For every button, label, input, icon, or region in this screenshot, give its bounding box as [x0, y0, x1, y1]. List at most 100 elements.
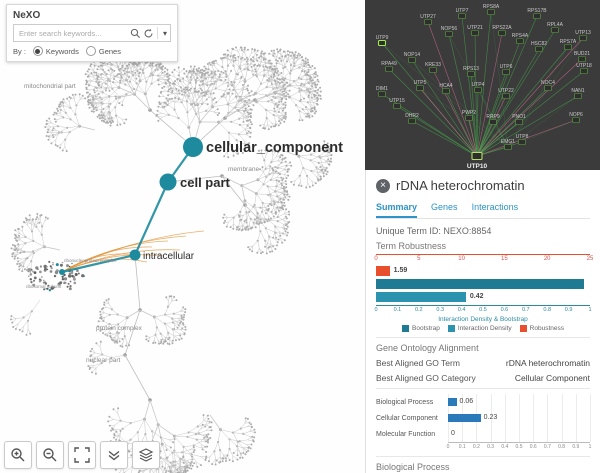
search-mode-row: By : Keywords Genes: [13, 46, 171, 56]
gene-node[interactable]: RPA49: [381, 61, 397, 72]
gene-node[interactable]: KRE33: [425, 62, 441, 73]
gene-node[interactable]: RPS13: [463, 66, 479, 77]
gene-node[interactable]: RPS4A: [512, 33, 529, 44]
gene-node[interactable]: PNO1: [512, 114, 526, 125]
gene-label: UTP21: [467, 25, 483, 31]
zoom-out-button[interactable]: [36, 441, 64, 469]
gene-node[interactable]: NAN1: [571, 88, 585, 99]
gene-node[interactable]: DIM1: [376, 86, 388, 97]
radio-keywords[interactable]: Keywords: [32, 46, 79, 56]
gene-node[interactable]: RPS22A: [492, 25, 512, 36]
term-node-cell_part[interactable]: [159, 173, 177, 191]
gene-label: UTP5: [414, 80, 427, 86]
genes-label: Genes: [98, 46, 121, 56]
network-edge: [411, 59, 478, 157]
chevron-down-icon[interactable]: ▾: [162, 28, 167, 38]
network-edge: [411, 59, 509, 148]
gene-node[interactable]: UTP6: [500, 64, 513, 75]
refresh-icon[interactable]: [143, 28, 154, 39]
network-edge: [445, 90, 478, 157]
gene-node[interactable]: RRP9: [486, 114, 500, 125]
radio-genes[interactable]: Genes: [85, 46, 121, 56]
gene-node[interactable]: UTP5: [414, 80, 427, 91]
gene-node[interactable]: UTP13: [575, 30, 591, 41]
gene-node[interactable]: NOP14: [404, 52, 421, 63]
gene-node[interactable]: BUD21: [574, 51, 590, 62]
gene-label: RPS22A: [492, 25, 512, 31]
gene-node[interactable]: NOP6: [569, 112, 583, 123]
network-edge: [476, 15, 538, 157]
term-node-cellular_component[interactable]: [183, 137, 203, 157]
collapse-all-button[interactable]: [100, 441, 128, 469]
layers-button[interactable]: [132, 441, 160, 469]
gene-label: UTP18: [576, 63, 592, 69]
network-edge: [419, 87, 478, 157]
term-node-intracellular[interactable]: [129, 249, 141, 261]
gene-node[interactable]: NOC4: [541, 80, 555, 91]
gene-node[interactable]: UTP8: [516, 134, 529, 145]
alignment-bar: [448, 398, 457, 406]
network-edge: [476, 87, 549, 157]
gene-label: UTP10: [467, 163, 488, 170]
term-label[interactable]: cellular_component: [206, 140, 343, 156]
gene-node[interactable]: UTP27: [420, 14, 436, 25]
search-icon[interactable]: [130, 28, 141, 39]
network-edge: [477, 89, 509, 148]
gene-node[interactable]: RPS8A: [483, 4, 500, 15]
gene-node[interactable]: EMG1: [501, 139, 515, 150]
gene-node[interactable]: PWP2: [462, 110, 476, 121]
gene-node[interactable]: UTP10: [467, 151, 488, 171]
tab-interactions[interactable]: Interactions: [471, 202, 519, 212]
network-edge: [476, 121, 494, 157]
gene-node[interactable]: UTP22: [498, 88, 514, 99]
term-label[interactable]: intracellular: [143, 251, 195, 262]
genes-radio-icon[interactable]: [85, 46, 96, 56]
gene-node[interactable]: RPL4A: [547, 22, 564, 33]
gene-label: NOP14: [404, 52, 421, 58]
gene-node[interactable]: UTP7: [456, 8, 469, 19]
zoom-toolbar: [4, 441, 160, 469]
legend-item: Bootstrap: [402, 325, 440, 332]
term-node-cluster_hub[interactable]: [59, 269, 65, 275]
go-category-row: Best Aligned GO Category Cellular Compon…: [376, 373, 590, 383]
gene-node[interactable]: HSC82: [531, 41, 547, 52]
term-label[interactable]: cell part: [180, 175, 231, 190]
gene-label: DIM1: [376, 86, 388, 92]
gene-label: UTP9: [376, 35, 389, 41]
network-edge: [476, 89, 479, 157]
gene-node[interactable]: RPS17B: [527, 8, 547, 19]
keywords-label: Keywords: [45, 46, 79, 56]
gene-node[interactable]: UTP4: [472, 82, 485, 93]
gene-label: UTP6: [500, 64, 513, 70]
network-edge: [476, 58, 583, 157]
gene-node[interactable]: UTP18: [576, 63, 592, 74]
gene-label: UTP13: [575, 30, 591, 36]
keywords-radio-icon[interactable]: [32, 46, 43, 56]
network-edge: [476, 11, 492, 157]
zoom-in-button[interactable]: [4, 441, 32, 469]
gene-node[interactable]: NOP56: [441, 26, 458, 37]
tab-summary[interactable]: Summary: [376, 197, 418, 218]
gene-node[interactable]: DHR2: [405, 113, 419, 124]
gene-label: RPS4A: [512, 33, 529, 39]
gene-node[interactable]: UTP9: [376, 35, 389, 47]
gene-node[interactable]: UTP21: [467, 25, 483, 36]
gene-label: UTP22: [498, 88, 514, 94]
divider: [156, 27, 158, 39]
gene-node[interactable]: RPS7A: [560, 39, 577, 50]
network-edge: [476, 119, 577, 157]
gene-label: NOP6: [569, 112, 583, 118]
gene-node[interactable]: UTP15: [389, 98, 405, 109]
close-icon[interactable]: ×: [376, 178, 390, 193]
gene-node[interactable]: HCA4: [439, 83, 453, 94]
tab-genes[interactable]: Genes: [431, 202, 458, 212]
fit-to-screen-button[interactable]: [68, 441, 96, 469]
search-input[interactable]: [17, 27, 128, 39]
